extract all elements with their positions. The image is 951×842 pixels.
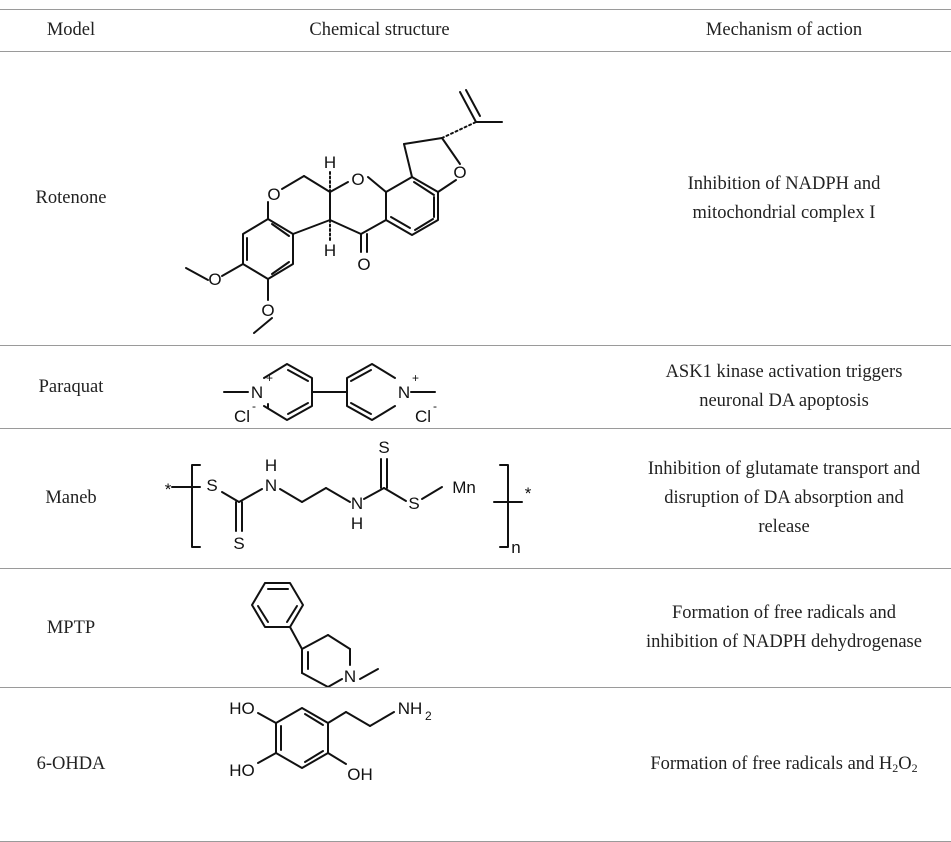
mechanism-line: inhibition of NADPH dehydrogenase bbox=[646, 632, 922, 652]
atom-label: * bbox=[525, 484, 532, 503]
paraquat-structure: N + N + Cl - Cl - bbox=[142, 346, 617, 428]
mptp-structure: N bbox=[142, 569, 617, 687]
mechanism-line: Inhibition of glutamate transport and bbox=[647, 459, 921, 479]
atom-label: S bbox=[206, 476, 217, 495]
mechanism-line: ASK1 kinase activation triggers bbox=[665, 362, 903, 382]
atom-label: S bbox=[408, 494, 419, 513]
mechanism-text: Formation of free radicals and H2O2 bbox=[650, 750, 917, 779]
charge-label: + bbox=[412, 371, 419, 385]
atom-label: H bbox=[265, 456, 277, 475]
table-row-6ohda-model: 6-OHDA bbox=[0, 688, 142, 841]
atom-label: n bbox=[511, 538, 520, 557]
table-row-paraquat-model: Paraquat bbox=[0, 346, 142, 428]
atom-label: N bbox=[265, 476, 277, 495]
header-structure: Chemical structure bbox=[142, 10, 617, 51]
charge-label: - bbox=[252, 399, 256, 413]
atom-label: O bbox=[208, 270, 221, 289]
header-mechanism-text: Mechanism of action bbox=[705, 20, 863, 40]
table-row-maneb-model: Maneb bbox=[0, 429, 142, 568]
atom-subscript: 2 bbox=[425, 709, 432, 723]
atom-label: Cl bbox=[415, 407, 431, 426]
table-row-paraquat-mechanism: ASK1 kinase activation triggers neuronal… bbox=[617, 346, 951, 428]
model-name: Rotenone bbox=[35, 188, 107, 208]
mechanism-line: Formation of free radicals and bbox=[672, 603, 896, 623]
table-row-maneb-mechanism: Inhibition of glutamate transport and di… bbox=[617, 429, 951, 568]
row-rule-3 bbox=[0, 568, 951, 569]
atom-label: OH bbox=[347, 765, 373, 784]
header-rule bbox=[0, 51, 951, 52]
table-row-6ohda-mechanism: Formation of free radicals and H2O2 bbox=[617, 688, 951, 841]
charge-label: - bbox=[433, 399, 437, 413]
mechanism-subscript: 2 bbox=[911, 761, 918, 775]
mechanism-line: mitochondrial complex I bbox=[692, 202, 876, 223]
atom-label: HO bbox=[229, 761, 255, 780]
atom-label: N bbox=[398, 383, 410, 402]
model-name: Maneb bbox=[45, 488, 97, 508]
atom-label: NH bbox=[398, 699, 423, 718]
atom-label: O bbox=[453, 163, 466, 182]
header-mechanism: Mechanism of action bbox=[617, 10, 951, 51]
rotenone-structure: O O O O O O H H bbox=[142, 52, 617, 345]
atom-label: Mn bbox=[452, 478, 476, 497]
row-rule-4 bbox=[0, 687, 951, 688]
atom-label: O bbox=[267, 185, 280, 204]
model-name: Paraquat bbox=[38, 376, 104, 397]
atom-label: H bbox=[324, 153, 336, 172]
atom-label: N bbox=[344, 667, 356, 686]
paraquat-structure-drawing: N + N + Cl - Cl - bbox=[223, 363, 437, 426]
atom-label: H bbox=[351, 514, 363, 533]
atom-label: H bbox=[324, 241, 336, 260]
atom-label: N bbox=[251, 383, 263, 402]
mptp-structure-drawing: N bbox=[251, 582, 379, 687]
table-row-rotenone-model: Rotenone bbox=[0, 52, 142, 345]
maneb-structure: * S S N H N H S S Mn * n bbox=[142, 429, 617, 568]
table-row-mptp-mechanism: Formation of free radicals and inhibitio… bbox=[617, 569, 951, 687]
atom-label: * bbox=[165, 480, 172, 499]
row-rule-2 bbox=[0, 428, 951, 429]
mechanism-line: disruption of DA absorption and bbox=[664, 488, 904, 508]
mechanism-text: Formation of free radicals and inhibitio… bbox=[646, 599, 922, 657]
rotenone-structure-drawing: O O O O O O H H bbox=[185, 89, 503, 334]
header-model-text: Model bbox=[46, 20, 96, 40]
mechanism-line: neuronal DA apoptosis bbox=[699, 391, 869, 411]
mechanism-text: Inhibition of NADPH and mitochondrial co… bbox=[688, 170, 881, 228]
atom-label: N bbox=[351, 494, 363, 513]
table-row-mptp-model: MPTP bbox=[0, 569, 142, 687]
model-name: 6-OHDA bbox=[36, 754, 106, 774]
charge-label: + bbox=[266, 371, 273, 385]
atom-label: S bbox=[378, 438, 389, 457]
row-rule-1 bbox=[0, 345, 951, 346]
mechanism-subscript: 2 bbox=[892, 761, 899, 775]
atom-label: S bbox=[233, 534, 244, 553]
mechanism-text: Inhibition of glutamate transport and di… bbox=[648, 455, 920, 542]
table-row-rotenone-mechanism: Inhibition of NADPH and mitochondrial co… bbox=[617, 52, 951, 345]
mechanism-text-part: Formation of free radicals and H bbox=[650, 754, 893, 774]
header-model: Model bbox=[0, 10, 142, 51]
mechanism-text-part: O bbox=[898, 754, 912, 774]
6ohda-structure-drawing: HO HO OH NH 2 bbox=[229, 699, 432, 784]
6ohda-structure: HO HO OH NH 2 bbox=[142, 688, 617, 841]
header-structure-text: Chemical structure bbox=[309, 20, 450, 40]
table-top-rule bbox=[0, 9, 951, 10]
mechanism-line: release bbox=[758, 517, 810, 537]
atom-label: HO bbox=[229, 699, 255, 718]
atom-label: O bbox=[351, 170, 364, 189]
atom-label: Cl bbox=[234, 407, 250, 426]
maneb-structure-drawing: * S S N H N H S S Mn * n bbox=[165, 438, 532, 557]
atom-label: O bbox=[357, 255, 370, 274]
mechanism-line: Inhibition of NADPH and bbox=[687, 173, 881, 194]
model-name: MPTP bbox=[46, 617, 96, 638]
atom-label: O bbox=[261, 301, 274, 320]
mechanism-text: ASK1 kinase activation triggers neuronal… bbox=[666, 358, 903, 416]
